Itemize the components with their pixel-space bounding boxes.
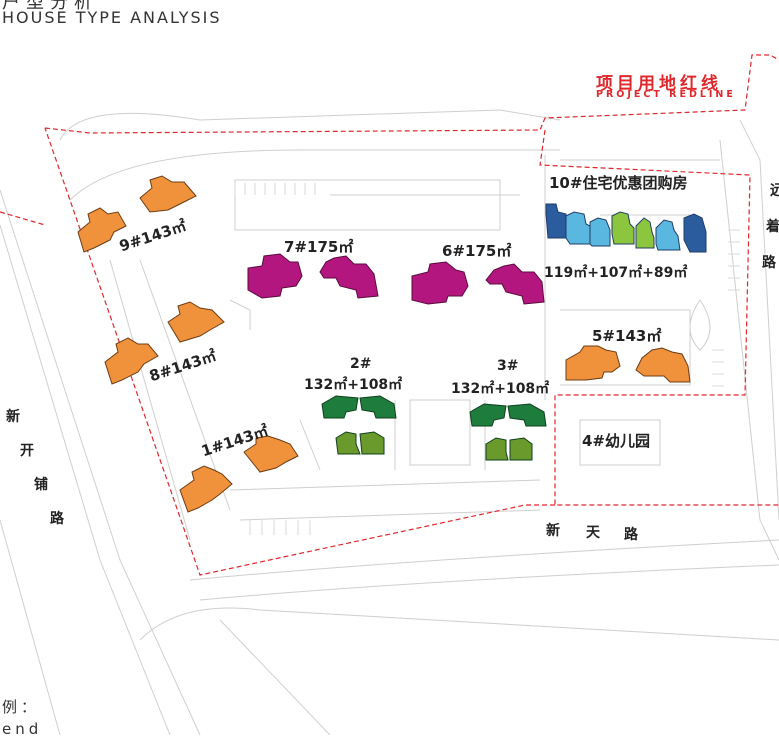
road-lines bbox=[0, 109, 779, 735]
legend-label-cn: 例： bbox=[2, 698, 41, 716]
road-xintian-char-1: 新 bbox=[546, 523, 560, 539]
building-9 bbox=[77, 175, 197, 253]
building-2-number: 2# bbox=[350, 356, 372, 372]
project-redline bbox=[44, 54, 779, 576]
road-xinkaipu-char-3: 铺 bbox=[34, 477, 48, 493]
road-xintian-char-2: 天 bbox=[586, 525, 600, 541]
building-4-kindergarten-label: 4#幼儿园 bbox=[582, 432, 651, 450]
building-1 bbox=[179, 435, 299, 513]
building-10 bbox=[545, 203, 707, 253]
building-10-title: 10#住宅优惠团购房 bbox=[549, 174, 688, 192]
building-3 bbox=[469, 403, 547, 461]
road-right-char-3: 路 bbox=[762, 255, 776, 271]
building-7-label: 7#175㎡ bbox=[284, 238, 354, 256]
building-5 bbox=[565, 345, 691, 383]
building-5-label: 5#143㎡ bbox=[592, 327, 662, 345]
redline-label-en: PROJECT REDLINE bbox=[596, 89, 736, 100]
building-7 bbox=[247, 253, 379, 299]
legend-label-en: end bbox=[2, 720, 43, 738]
road-xinkaipu-char-2: 开 bbox=[20, 443, 34, 459]
road-right-char-2: 着 bbox=[766, 219, 779, 235]
road-right-char-1: 远 bbox=[770, 183, 779, 199]
road-xinkaipu-char-4: 路 bbox=[50, 511, 64, 527]
building-6 bbox=[411, 261, 545, 305]
title-cn-fragment: 户型分析 bbox=[2, 0, 98, 13]
building-8 bbox=[104, 301, 225, 385]
redline-label-cn: 项目用地红线 bbox=[596, 74, 722, 94]
building-2 bbox=[321, 395, 397, 455]
road-xintian-char-3: 路 bbox=[624, 527, 638, 543]
page-title: HOUSE TYPE ANALYSIS bbox=[2, 8, 222, 27]
building-2-sizes: 132㎡+108㎡ bbox=[304, 377, 403, 393]
building-10-sizes: 119㎡+107㎡+89㎡ bbox=[544, 265, 688, 281]
hatching bbox=[234, 183, 740, 535]
building-6-label: 6#175㎡ bbox=[442, 242, 512, 260]
road-xinkaipu-char-1: 新 bbox=[6, 409, 20, 425]
building-3-sizes: 132㎡+108㎡ bbox=[451, 381, 550, 397]
building-3-number: 3# bbox=[497, 358, 519, 374]
